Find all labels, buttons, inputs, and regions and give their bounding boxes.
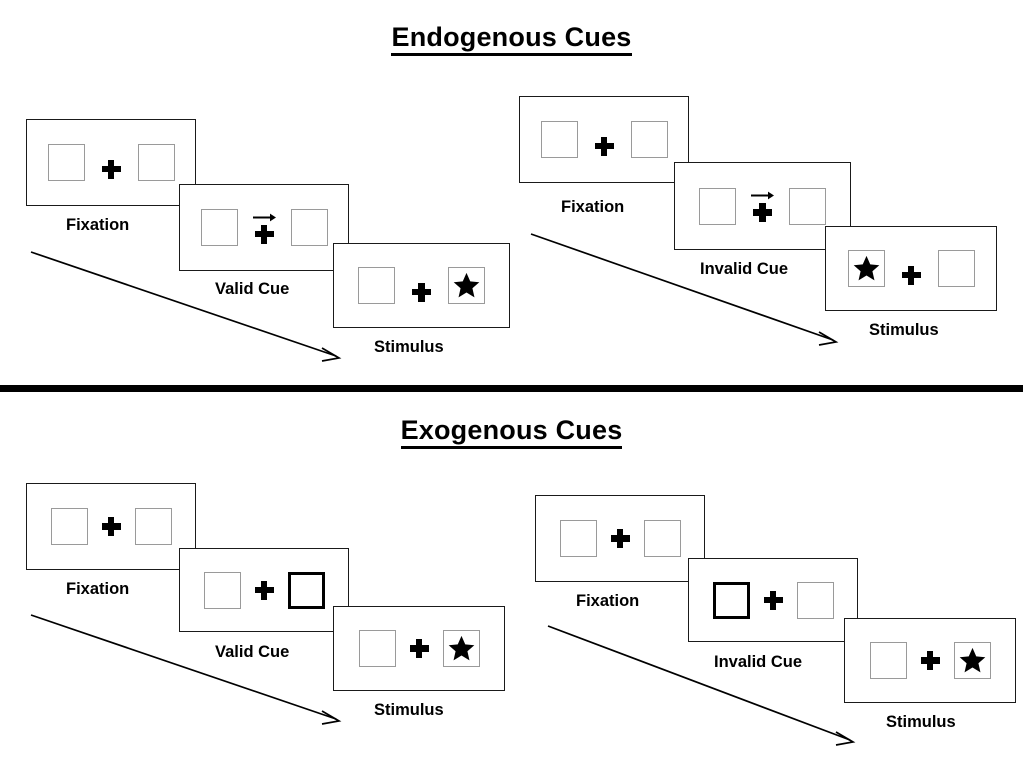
panel-endogenous-invalid-cue [674, 162, 851, 250]
fixation-cross-icon [412, 282, 431, 302]
fixation-cross-icon [254, 224, 274, 244]
target-box-right [937, 250, 975, 287]
caption-exogenous-valid-cue: Valid Cue [215, 643, 290, 661]
target-box-right [134, 508, 172, 545]
fixation-area [899, 253, 924, 285]
section-title-exogenous-text: Exogenous Cues [400, 415, 623, 449]
target-box-right [448, 267, 485, 304]
panel-exogenous-valid-fixation [26, 483, 196, 570]
target-box-left [559, 520, 597, 557]
star-icon [447, 634, 476, 663]
caption-exogenous-invalid-stimulus: Stimulus [886, 713, 956, 731]
panel-exogenous-valid-stimulus [333, 606, 505, 691]
target-box-right [643, 520, 681, 557]
star-icon [452, 271, 481, 300]
target-box-right [137, 144, 175, 181]
fixation-cross-icon [409, 639, 429, 658]
target-box-left [358, 267, 395, 304]
section-divider [0, 385, 1023, 392]
star-icon [852, 254, 881, 283]
caption-exogenous-valid-fixation: Fixation [66, 580, 130, 598]
time-arrow-exogenous-invalid [547, 625, 856, 746]
target-box-left [47, 144, 85, 181]
target-box-left [203, 571, 241, 609]
caption-endogenous-valid-stimulus: Stimulus [374, 338, 444, 356]
caption-endogenous-invalid-cue: Invalid Cue [700, 260, 789, 278]
fixation-area [252, 212, 277, 244]
fixation-cross-icon [753, 203, 772, 222]
cue-arrow-right-icon [252, 212, 277, 223]
fixation-cross-icon [101, 159, 121, 179]
fixation-cross-icon [763, 590, 783, 610]
fixation-area [254, 580, 274, 600]
target-box-right [442, 630, 480, 667]
panel-endogenous-valid-cue [179, 184, 349, 271]
target-box-right [953, 642, 991, 679]
target-box-left [200, 209, 238, 246]
target-box-left [50, 508, 88, 545]
fixation-area [750, 190, 775, 222]
target-box-right [290, 209, 328, 246]
fixation-area [101, 517, 121, 536]
panel-endogenous-invalid-stimulus [825, 226, 997, 311]
panel-exogenous-invalid-fixation [535, 495, 705, 582]
target-box-left-cued [712, 581, 750, 619]
target-box-right-cued [287, 571, 325, 609]
caption-endogenous-invalid-stimulus: Stimulus [869, 321, 939, 339]
fixation-area [409, 639, 429, 658]
target-box-right [630, 121, 668, 158]
time-arrow-endogenous-invalid [530, 233, 839, 346]
target-box-right [789, 187, 826, 225]
cue-arrow-right-icon [750, 190, 775, 201]
fixation-cross-icon [101, 517, 121, 536]
target-box-right [796, 581, 834, 619]
section-title-endogenous: Endogenous Cues [0, 22, 1023, 56]
fixation-area [610, 529, 630, 548]
fixation-area [592, 124, 617, 156]
fixation-cross-icon [920, 651, 940, 670]
panel-endogenous-valid-stimulus [333, 243, 510, 328]
fixation-cross-icon [254, 580, 274, 600]
caption-exogenous-invalid-cue: Invalid Cue [714, 653, 803, 671]
fixation-area [99, 147, 124, 179]
caption-exogenous-valid-stimulus: Stimulus [374, 701, 444, 719]
target-box-left [358, 630, 396, 667]
fixation-cross-icon [594, 136, 614, 156]
target-box-left [699, 187, 736, 225]
panel-endogenous-invalid-fixation [519, 96, 689, 183]
target-box-left [540, 121, 578, 158]
panel-exogenous-invalid-cue [688, 558, 858, 642]
fixation-cross-icon [610, 529, 630, 548]
fixation-area [409, 270, 434, 302]
target-box-left [847, 250, 885, 287]
fixation-area [920, 651, 940, 670]
caption-endogenous-valid-cue: Valid Cue [215, 280, 290, 298]
star-icon [958, 646, 987, 675]
panel-endogenous-valid-fixation [26, 119, 196, 206]
caption-endogenous-invalid-fixation: Fixation [561, 198, 625, 216]
panel-exogenous-valid-cue [179, 548, 349, 632]
section-title-exogenous: Exogenous Cues [0, 415, 1023, 449]
time-arrow-endogenous-valid [30, 251, 342, 362]
time-arrow-exogenous-valid [30, 614, 342, 725]
target-box-left [869, 642, 907, 679]
fixation-area [763, 590, 783, 610]
caption-endogenous-valid-fixation: Fixation [66, 216, 130, 234]
panel-exogenous-invalid-stimulus [844, 618, 1016, 703]
caption-exogenous-invalid-fixation: Fixation [576, 592, 640, 610]
fixation-cross-icon [901, 265, 921, 285]
section-title-endogenous-text: Endogenous Cues [391, 22, 632, 56]
